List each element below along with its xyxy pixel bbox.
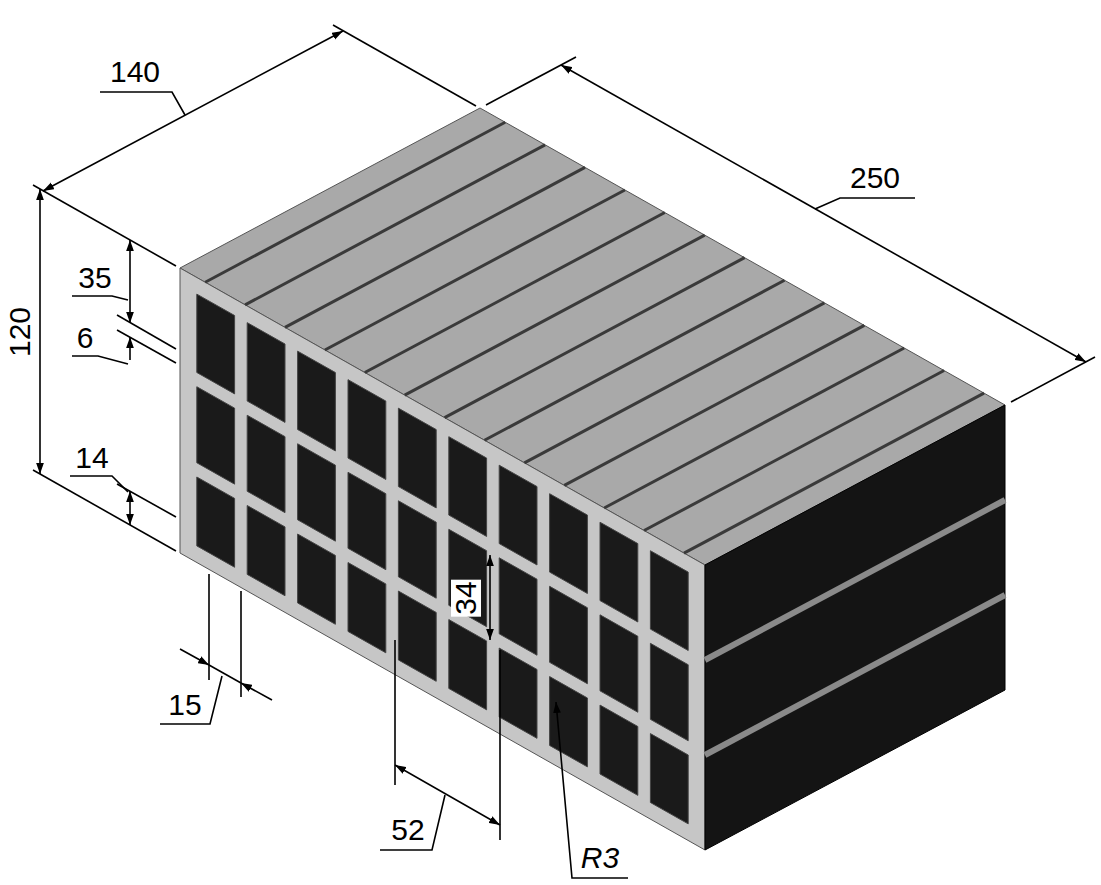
hole [298, 351, 336, 451]
top-groove [564, 325, 864, 485]
hole [197, 387, 235, 484]
hole [600, 705, 638, 795]
extension-line [33, 185, 176, 266]
top-groove [684, 393, 984, 553]
hole [550, 586, 588, 683]
dimension-line [489, 555, 491, 640]
top-groove [205, 122, 505, 282]
leader-line [380, 795, 445, 850]
hole [247, 506, 285, 596]
leader-line [556, 702, 628, 878]
extension-line [499, 650, 501, 840]
top-grooves [205, 122, 984, 553]
hole [348, 472, 386, 569]
dimension-label: 35 [76, 263, 113, 293]
hole [600, 522, 638, 622]
top-groove [485, 280, 785, 440]
dimension-line [180, 649, 209, 665]
dimension-line [561, 65, 1086, 362]
extension-line [486, 57, 576, 105]
leader-line [72, 356, 128, 364]
hole [348, 380, 386, 480]
top-groove [285, 167, 585, 327]
hole [197, 477, 235, 567]
end-groove [705, 500, 1005, 660]
extension-line [117, 315, 176, 349]
dimension-line [241, 683, 272, 700]
hole [650, 734, 688, 824]
extension-line [240, 591, 242, 697]
top-groove [524, 303, 824, 463]
dimension-label: 6 [75, 323, 96, 353]
dimension-line [129, 240, 131, 323]
dimension-label: 140 [108, 57, 162, 87]
extension-line [333, 25, 476, 106]
dimension-line [39, 189, 41, 474]
dimension-label: 15 [166, 690, 203, 720]
hole [348, 563, 386, 653]
hole [550, 494, 588, 594]
top-groove [325, 190, 625, 350]
leader-line [72, 296, 128, 300]
hole [650, 551, 688, 651]
hole [499, 558, 537, 655]
top-groove [445, 258, 745, 418]
end-groove [705, 595, 1005, 755]
dimension-line [209, 665, 241, 683]
dimension-label: 250 [848, 163, 902, 193]
dimension-label: 52 [389, 815, 426, 845]
hole [449, 620, 487, 710]
hole-face [180, 268, 705, 850]
hole [398, 501, 436, 598]
hole [449, 437, 487, 537]
hole [247, 323, 285, 423]
hole [550, 677, 588, 767]
hole [197, 294, 235, 394]
dimension-line [129, 337, 131, 360]
dimension-label: 34 [451, 579, 481, 616]
hole [247, 415, 285, 512]
dimension-lines [33, 25, 1095, 878]
dimension-label: R3 [579, 843, 621, 873]
top-groove [365, 213, 665, 373]
dimension-label: 120 [5, 305, 35, 359]
hole [499, 648, 537, 738]
top-groove [405, 235, 705, 395]
hole [298, 534, 336, 624]
hole [449, 529, 487, 626]
leader-line [160, 676, 222, 724]
extension-line [117, 330, 176, 363]
end-face [705, 405, 1005, 850]
hole [298, 444, 336, 541]
extension-line [1011, 357, 1095, 402]
top-groove [644, 371, 944, 531]
hole [600, 615, 638, 712]
top-groove [245, 145, 545, 305]
top-groove [604, 348, 904, 508]
extension-line [394, 640, 396, 785]
hole [499, 465, 537, 565]
hole [398, 408, 436, 508]
extension-line [33, 470, 176, 551]
leader-line [100, 92, 185, 115]
leader-line [70, 476, 128, 492]
brick-body [180, 108, 1005, 850]
dimension-line [129, 491, 131, 525]
hole [398, 591, 436, 681]
leader-line [815, 198, 915, 209]
dimension-label: 14 [73, 443, 110, 473]
dimension-line [43, 31, 343, 191]
hole [650, 643, 688, 740]
